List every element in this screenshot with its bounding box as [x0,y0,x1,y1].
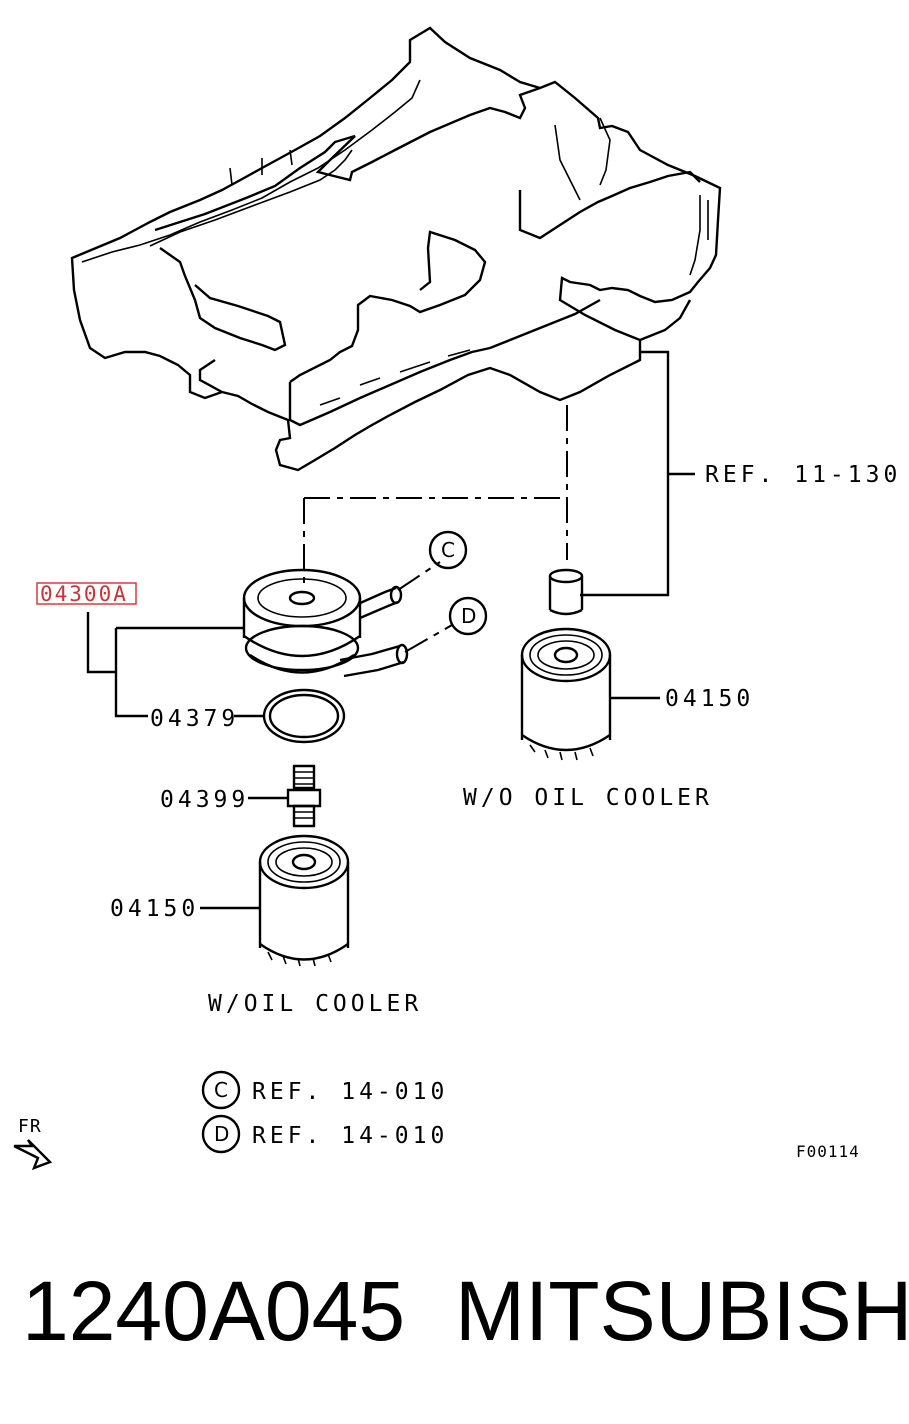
front-arrow-icon [13,1139,53,1171]
figure-code: F00114 [796,1142,860,1161]
front-marker-label: FR [18,1116,42,1137]
legend-d-ref: REF. 14-010 [252,1123,448,1149]
legend-c-ref: REF. 14-010 [252,1079,448,1105]
fitting-bolt [248,764,322,828]
fitting-label: 04399 [160,787,249,813]
oil-filter-with-cooler [200,834,350,967]
part-highlight-label[interactable]: 04300A [40,582,128,606]
ref-11-130-leader [580,350,695,597]
ref-11-130-label: REF. 11-130 [705,462,901,488]
callout-d-letter: D [461,604,476,628]
caption-with-cooler: W/OIL COOLER [208,991,422,1017]
caption-without-cooler: W/O OIL COOLER [463,785,713,811]
legend-c-letter: C [214,1078,228,1102]
oil-pan-drawing [70,26,722,472]
drain-plug-stud [548,568,584,616]
callout-c-letter: C [441,538,455,562]
oil-filter-without-cooler [520,627,660,761]
gasket-ring [234,688,346,744]
assembly-bracket-leader [86,612,244,718]
legend-d-letter: D [214,1122,229,1146]
callout-d [404,596,488,653]
filter-with-cooler-label: 04150 [110,896,199,922]
footer-part-number: 1240A045 [22,1264,405,1358]
legend-d [201,1114,241,1154]
filter-without-cooler-label: 04150 [665,686,754,712]
centerlines [303,405,568,590]
legend-c [201,1070,241,1110]
callout-c [397,530,468,591]
oil-cooler-assembly [242,568,409,678]
footer-brand: MITSUBISHI [455,1264,909,1358]
part-highlight-box[interactable] [36,582,137,605]
gasket-label: 04379 [150,706,239,732]
